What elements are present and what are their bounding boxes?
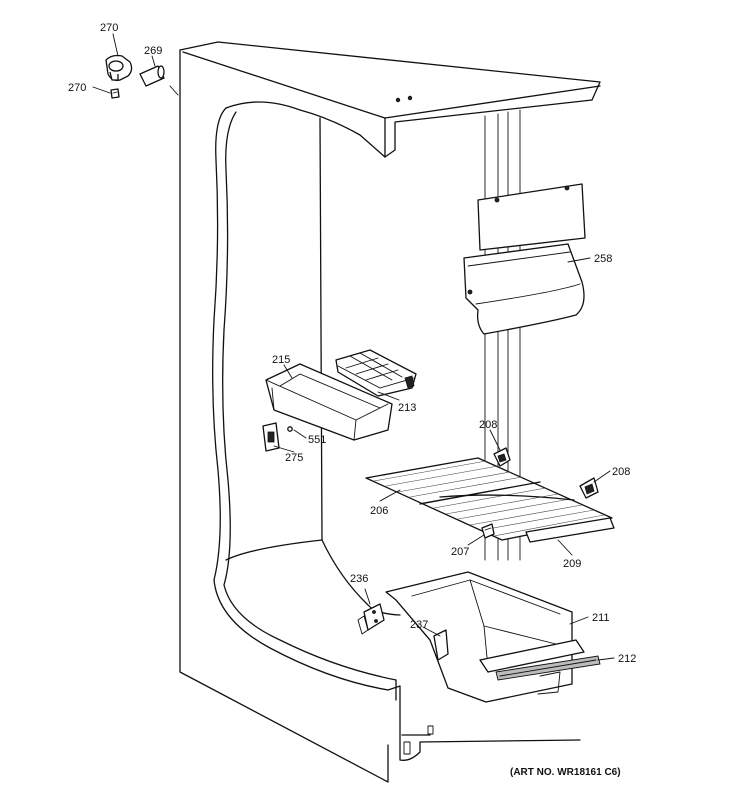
part-208-clip-right [579,477,599,499]
callout-labels: 270 269 270 258 215 213 551 275 208 208 … [68,22,636,665]
label-275: 275 [285,452,303,464]
label-213: 213 [398,402,416,414]
label-208-right: 208 [612,466,630,478]
label-237: 237 [410,619,428,631]
part-258-cover [463,183,586,335]
part-236-bracket [357,603,385,635]
label-258: 258 [594,253,612,265]
part-275-bracket [262,422,293,452]
part-211-drawer [385,571,585,703]
label-207: 207 [451,546,469,558]
label-270-nut: 270 [68,82,86,94]
part-206-shelf [365,457,615,543]
leader-lines [92,33,615,661]
label-208-left: 208 [479,419,497,431]
part-270-valve [105,54,165,99]
label-269: 269 [144,45,162,57]
label-212: 212 [618,653,636,665]
art-number: (ART NO. WR18161 C6) [510,767,621,778]
label-236: 236 [350,573,368,585]
cabinet-shell [179,41,601,783]
label-209: 209 [563,558,581,570]
label-270-top: 270 [100,22,118,34]
label-215: 215 [272,354,290,366]
label-551: 551 [308,434,326,446]
part-208-clip-left [493,447,511,467]
part-212-trim [495,655,601,681]
label-211: 211 [592,612,610,624]
part-215-bin [265,363,393,441]
label-206: 206 [370,505,388,517]
part-213-ice-tray [335,349,417,397]
